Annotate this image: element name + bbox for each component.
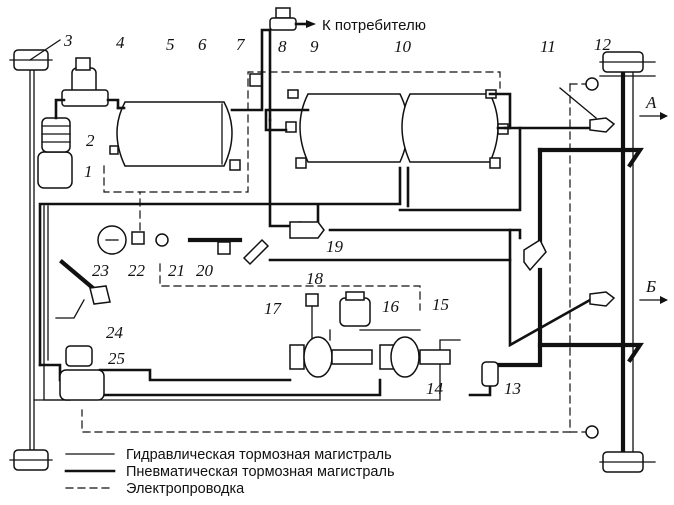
booster-right	[379, 336, 451, 378]
label-13: 13	[504, 379, 521, 398]
pressure-regulator	[61, 57, 109, 107]
label-3: 3	[63, 31, 73, 50]
indicator-lamp	[155, 233, 169, 247]
label-21: 21	[168, 261, 185, 280]
right-wheel-axle	[599, 51, 656, 473]
label-19: 19	[326, 237, 344, 256]
label-1: 1	[84, 162, 93, 181]
electrical-lines	[81, 71, 597, 433]
label-22: 22	[128, 261, 146, 280]
receiver-group	[285, 89, 509, 169]
legend-electrical: Электропроводка	[126, 481, 245, 497]
label-10: 10	[394, 37, 412, 56]
valve-19	[289, 221, 325, 239]
valve-7	[249, 73, 263, 87]
label-24: 24	[106, 323, 124, 342]
sensor-rear	[585, 425, 599, 439]
legend-pneumatic: Пневматическая тормозная магистраль	[126, 464, 395, 480]
fluid-reservoir	[339, 297, 371, 327]
consumer-label: К потребителю	[322, 17, 426, 34]
label-5: 5	[166, 35, 175, 54]
label-15: 15	[432, 295, 449, 314]
label-12: 12	[594, 35, 612, 54]
axle-label-rear: Б	[645, 277, 656, 296]
label-20: 20	[196, 261, 214, 280]
label-17: 17	[264, 299, 283, 318]
label-25: 25	[108, 349, 125, 368]
booster-left	[289, 336, 373, 378]
master-cylinder	[59, 345, 105, 401]
label-4: 4	[116, 33, 125, 52]
legend-hydraulic: Гидравлическая тормозная магистраль	[126, 447, 392, 463]
legend: Гидравлическая тормозная магистраль Пнев…	[64, 447, 395, 497]
label-6: 6	[198, 35, 207, 54]
brake-pedal	[55, 259, 111, 319]
brake-chamber-rear	[589, 291, 616, 307]
consumer-valve	[269, 7, 297, 31]
label-7: 7	[236, 35, 246, 54]
label-18: 18	[306, 269, 324, 288]
compressor	[37, 117, 73, 189]
left-wheel-axle	[9, 39, 61, 471]
brake-chamber-front	[559, 87, 616, 133]
modulator-valve	[523, 238, 547, 272]
label-9: 9	[310, 37, 319, 56]
hydraulic-lines	[33, 205, 461, 401]
valve-13	[481, 361, 499, 387]
axle-label-front: А	[645, 93, 657, 112]
level-sensor	[305, 293, 319, 307]
receiver-main	[109, 101, 241, 171]
label-16: 16	[382, 297, 400, 316]
label-14: 14	[426, 379, 444, 398]
pneumatic-lines	[38, 28, 644, 397]
component-numbers: 1 2 3 4 5 6 7 8 9 10 11 12 13 14 15 16 1…	[63, 31, 657, 398]
label-11: 11	[540, 37, 556, 56]
label-2: 2	[86, 131, 95, 150]
label-23: 23	[92, 261, 109, 280]
brake-pedal-switch	[187, 221, 307, 266]
label-8: 8	[278, 37, 287, 56]
sensor-22	[131, 231, 145, 245]
sensor-front	[585, 77, 599, 91]
